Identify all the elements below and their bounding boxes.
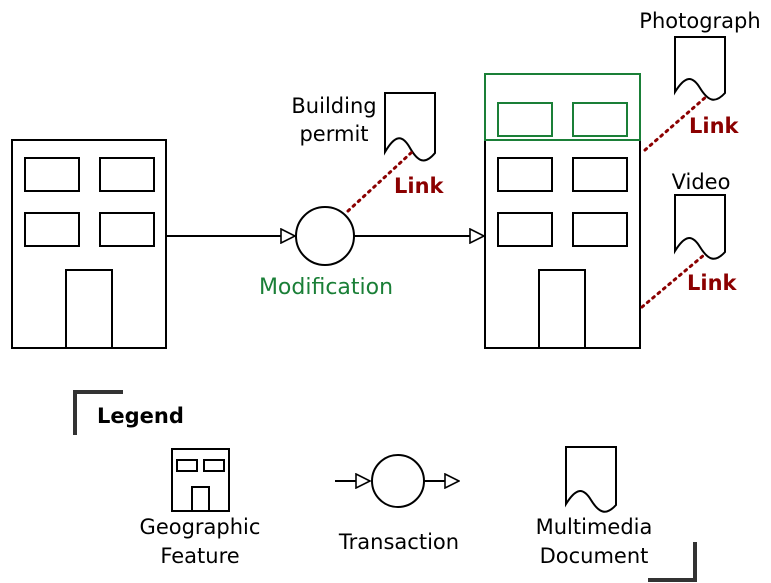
permit-link-label: Link [394,174,445,198]
building-permit-document-icon [384,92,436,162]
modified-building-icon [484,140,641,349]
photograph-link-label: Link [689,114,740,138]
added-floor-highlight [484,73,641,141]
modification-transaction-icon [295,206,355,266]
legend-geographic-feature-line2: Feature [160,544,239,568]
video-link-line [640,253,706,309]
building-permit-label-line2: permit [299,122,368,146]
original-building-icon [11,139,167,349]
legend-bracket-bottom-right [648,542,697,582]
legend-bracket-top-left [73,390,123,435]
photograph-document-icon [674,36,726,101]
building-permit-label-line1: Building [291,94,376,118]
legend-building-icon [171,448,230,512]
video-document-icon [674,194,726,260]
legend-title: Legend [97,404,184,428]
video-label: Video [672,170,731,194]
video-link-label: Link [687,271,738,295]
legend-document-icon [565,446,617,513]
legend-geographic-feature-line1: Geographic [140,515,261,539]
legend-transaction-label: Transaction [338,530,459,554]
photograph-label: Photograph [639,9,760,33]
permit-link-line [346,150,414,213]
legend-multimedia-line2: Document [540,544,649,568]
legend-transaction-icon [371,454,425,508]
legend-multimedia-line1: Multimedia [536,515,653,539]
photograph-link-line [643,94,709,152]
modification-label: Modification [259,275,393,300]
